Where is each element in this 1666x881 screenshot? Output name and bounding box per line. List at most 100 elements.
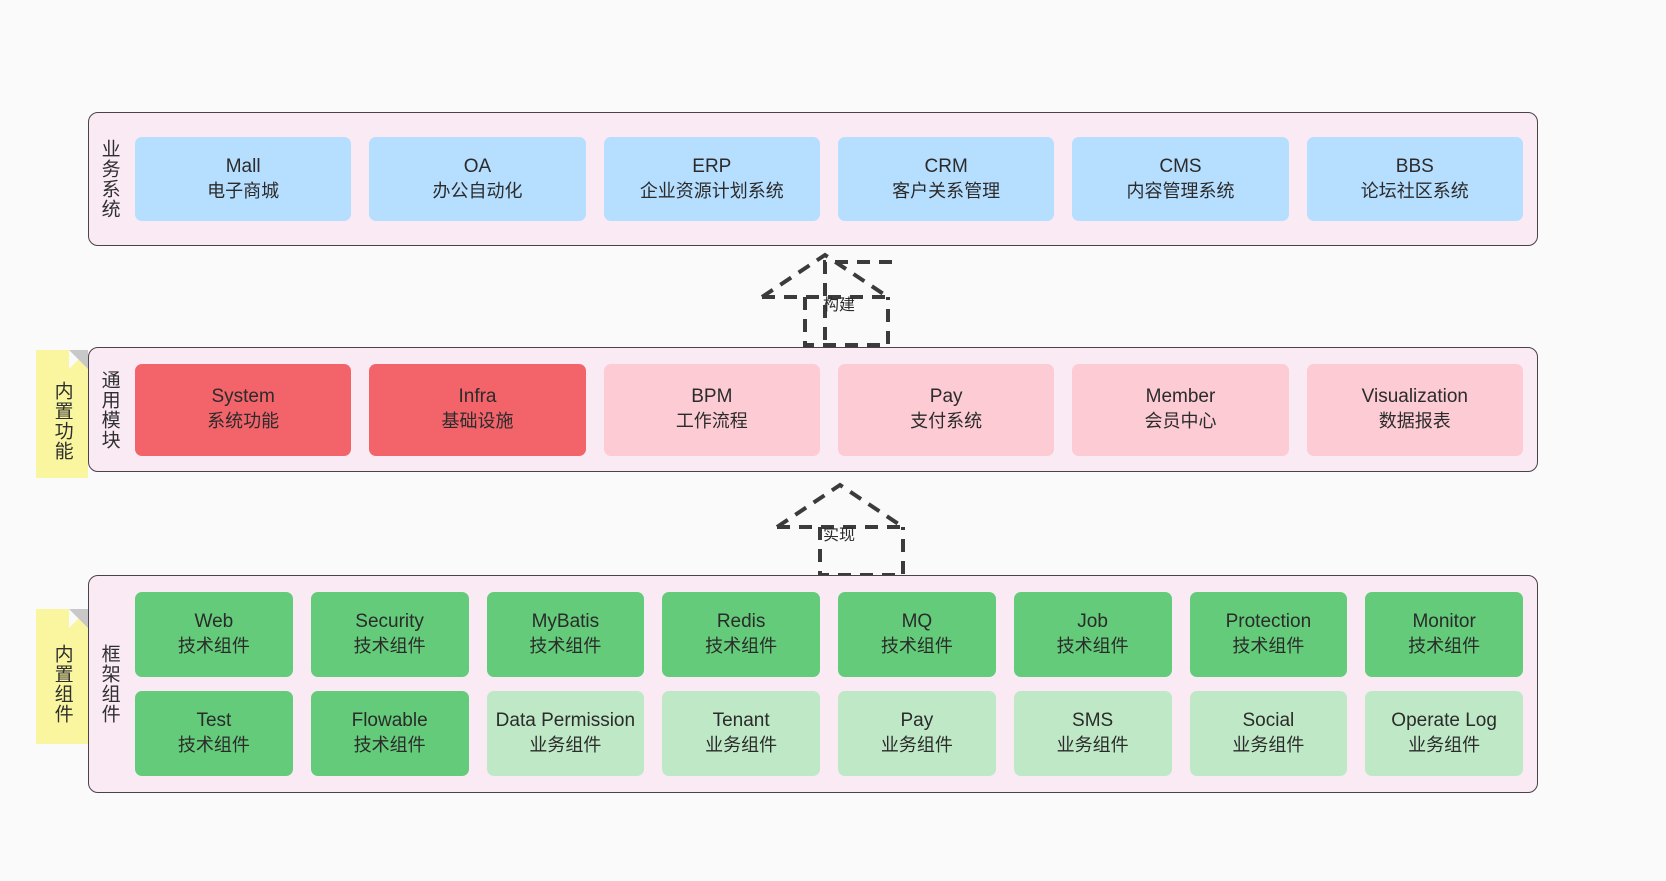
layer-body-business-system: Mall 电子商城 OA 办公自动化 ERP 企业资源计划系统 CRM 客户关系… [129, 113, 1537, 245]
card-subtitle: 技术组件 [529, 636, 602, 657]
card-subtitle: 技术组件 [353, 735, 426, 756]
card-title: Pay [900, 710, 934, 732]
card-subtitle: 业务组件 [529, 735, 602, 756]
card-title: BBS [1395, 155, 1434, 177]
layer-body-common-modules: System 系统功能 Infra 基础设施 BPM 工作流程 Pay 支付系统 [129, 348, 1537, 471]
card-subtitle: 业务组件 [880, 735, 953, 756]
card-erp[interactable]: ERP 企业资源计划系统 [603, 137, 820, 221]
card-visualization[interactable]: Visualization 数据报表 [1306, 363, 1523, 456]
connector-label-implement: 实现 [823, 527, 856, 544]
card-data-permission[interactable]: Data Permission 业务组件 [486, 691, 645, 776]
card-operate-log[interactable]: Operate Log 业务组件 [1365, 691, 1523, 776]
card-title: Test [196, 710, 232, 732]
card-title: System [211, 386, 275, 408]
card-subtitle: 业务组件 [705, 735, 778, 756]
card-social[interactable]: Social 业务组件 [1189, 691, 1348, 776]
layer-title-common-modules: 通用模块 [98, 369, 120, 450]
card-grid-common-modules: System 系统功能 Infra 基础设施 BPM 工作流程 Pay 支付系统 [135, 363, 1523, 456]
card-pay-component[interactable]: Pay 业务组件 [838, 691, 996, 776]
card-row: Mall 电子商城 OA 办公自动化 ERP 企业资源计划系统 CRM 客户关系… [135, 137, 1523, 221]
card-title: Mall [225, 155, 261, 177]
card-cms[interactable]: CMS 内容管理系统 [1072, 137, 1289, 221]
card-subtitle: 工作流程 [675, 411, 748, 432]
card-subtitle: 业务组件 [1232, 735, 1305, 756]
card-subtitle: 内容管理系统 [1126, 180, 1235, 201]
card-title: Web [194, 611, 234, 633]
card-subtitle: 基础设施 [441, 411, 514, 432]
connector-label-build: 构建 [823, 297, 856, 314]
card-subtitle: 客户关系管理 [892, 180, 1001, 201]
card-title: Member [1145, 386, 1216, 408]
layer-title-framework-components: 框架组件 [98, 644, 120, 724]
card-title: Tenant [712, 710, 770, 732]
card-title: Operate Log [1391, 710, 1497, 732]
card-bpm[interactable]: BPM 工作流程 [603, 363, 820, 456]
card-subtitle: 技术组件 [1232, 636, 1305, 657]
card-subtitle: 办公自动化 [432, 180, 523, 201]
card-subtitle: 技术组件 [177, 636, 250, 657]
card-mall[interactable]: Mall 电子商城 [135, 137, 352, 221]
card-title: Pay [929, 386, 963, 408]
layer-title-business-system: 业务系统 [98, 139, 120, 219]
card-title: MyBatis [531, 611, 600, 633]
card-subtitle: 支付系统 [910, 411, 983, 432]
card-security[interactable]: Security 技术组件 [310, 592, 469, 677]
card-redis[interactable]: Redis 技术组件 [662, 592, 820, 677]
card-protection[interactable]: Protection 技术组件 [1189, 592, 1348, 677]
card-test[interactable]: Test 技术组件 [135, 691, 293, 776]
card-mybatis[interactable]: MyBatis 技术组件 [486, 592, 645, 677]
card-subtitle: 技术组件 [1408, 636, 1481, 657]
card-subtitle: 技术组件 [705, 636, 778, 657]
card-title: BPM [691, 386, 733, 408]
card-system[interactable]: System 系统功能 [135, 363, 352, 456]
card-grid-framework-components: Web 技术组件 Security 技术组件 MyBatis 技术组件 Redi… [135, 592, 1523, 776]
card-crm[interactable]: CRM 客户关系管理 [837, 137, 1055, 221]
sticky-note-builtin-component[interactable]: 内置组件 [36, 609, 88, 744]
card-grid-business-system: Mall 电子商城 OA 办公自动化 ERP 企业资源计划系统 CRM 客户关系… [135, 137, 1523, 221]
card-title: Visualization [1361, 386, 1468, 408]
card-oa[interactable]: OA 办公自动化 [369, 137, 586, 221]
card-subtitle: 论坛社区系统 [1360, 180, 1469, 201]
card-monitor[interactable]: Monitor 技术组件 [1365, 592, 1523, 677]
card-row: Test 技术组件 Flowable 技术组件 Data Permission … [135, 691, 1523, 776]
card-row: System 系统功能 Infra 基础设施 BPM 工作流程 Pay 支付系统 [135, 363, 1523, 456]
card-job[interactable]: Job 技术组件 [1013, 592, 1172, 677]
card-sms[interactable]: SMS 业务组件 [1013, 691, 1172, 776]
card-subtitle: 业务组件 [1056, 735, 1129, 756]
card-pay-module[interactable]: Pay 支付系统 [837, 363, 1055, 456]
card-row: Web 技术组件 Security 技术组件 MyBatis 技术组件 Redi… [135, 592, 1523, 677]
card-title: Redis [716, 611, 766, 633]
card-title: Infra [458, 386, 497, 408]
card-title: SMS [1072, 710, 1114, 732]
card-subtitle: 数据报表 [1378, 411, 1451, 432]
card-mq[interactable]: MQ 技术组件 [838, 592, 996, 677]
card-flowable[interactable]: Flowable 技术组件 [310, 691, 469, 776]
layer-framework-components: 框架组件 Web 技术组件 Security 技术组件 MyBatis 技术组件 [88, 575, 1538, 793]
card-subtitle: 技术组件 [1056, 636, 1129, 657]
card-title: Data Permission [495, 710, 636, 732]
card-subtitle: 技术组件 [880, 636, 953, 657]
card-title: Security [355, 611, 424, 633]
card-tenant[interactable]: Tenant 业务组件 [662, 691, 820, 776]
card-member[interactable]: Member 会员中心 [1072, 363, 1289, 456]
sticky-note-builtin-function[interactable]: 内置功能 [36, 350, 88, 478]
card-subtitle: 会员中心 [1144, 411, 1217, 432]
layer-body-framework-components: Web 技术组件 Security 技术组件 MyBatis 技术组件 Redi… [129, 576, 1537, 792]
card-title: Monitor [1412, 611, 1476, 633]
card-title: OA [463, 155, 492, 177]
card-subtitle: 技术组件 [177, 735, 250, 756]
card-web[interactable]: Web 技术组件 [135, 592, 293, 677]
card-bbs[interactable]: BBS 论坛社区系统 [1306, 137, 1523, 221]
card-title: MQ [901, 611, 933, 633]
card-subtitle: 业务组件 [1408, 735, 1481, 756]
card-subtitle: 电子商城 [207, 180, 280, 201]
card-title: CRM [924, 155, 968, 177]
connector-build: 构建 [740, 252, 960, 362]
card-title: Protection [1225, 611, 1312, 633]
card-infra[interactable]: Infra 基础设施 [369, 363, 586, 456]
card-subtitle: 系统功能 [207, 411, 280, 432]
layer-common-modules: 通用模块 System 系统功能 Infra 基础设施 BPM 工作流程 [88, 347, 1538, 472]
card-title: Job [1077, 611, 1108, 633]
card-title: ERP [692, 155, 732, 177]
